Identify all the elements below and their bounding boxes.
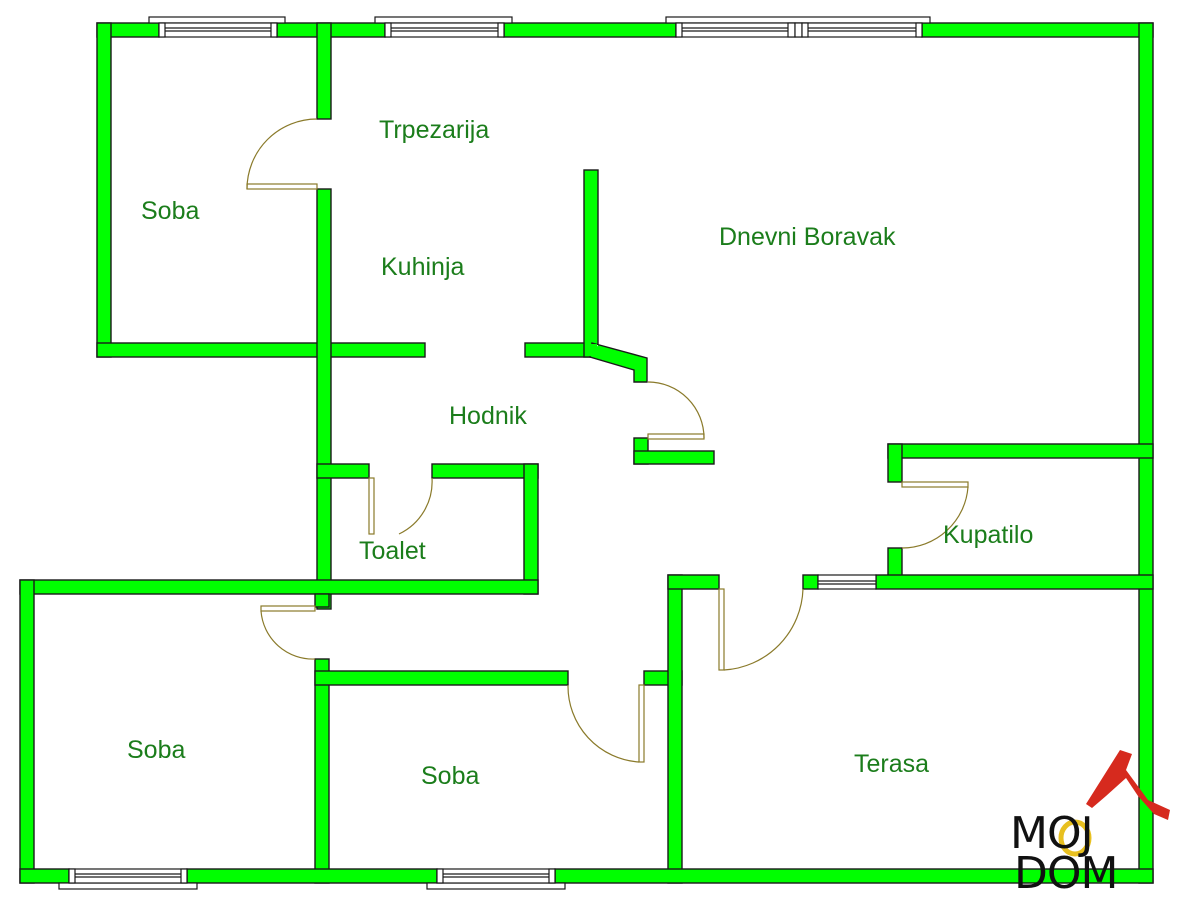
door-soba-3 (567, 684, 645, 763)
window-top-1 (148, 16, 286, 38)
wall-soba3-top (314, 670, 569, 686)
room-label-kupatilo: Kupatilo (943, 521, 1034, 549)
doors (246, 118, 969, 763)
room-label-hodnik: Hodnik (449, 402, 527, 430)
wall-soba2-right-stub (314, 593, 330, 608)
wall-soba1-right-upper (316, 22, 332, 120)
wall-toalet-bottom (19, 579, 539, 595)
door-entrance (647, 381, 705, 440)
room-label-dnevni-boravak: Dnevni Boravak (719, 223, 896, 251)
window-bottom-2 (426, 868, 566, 890)
door-terasa (718, 588, 804, 671)
wall-toalet-right (523, 463, 539, 595)
wall-top-3 (503, 22, 677, 38)
door-soba-1 (246, 118, 318, 190)
wall-stub-horizontal (633, 450, 715, 465)
wall-kupatilo-bottom (875, 574, 1154, 590)
room-label-kuhinja: Kuhinja (381, 253, 465, 281)
walls (19, 22, 1154, 884)
wall-kupatilo-top (887, 443, 1154, 459)
logo-text-line2: DOM (1014, 848, 1118, 899)
wall-terasa-top-stub (802, 574, 819, 590)
window-terasa-top (817, 574, 877, 590)
wall-kitchen-partition (583, 169, 599, 358)
room-label-terasa: Terasa (854, 750, 930, 778)
wall-left-upper (96, 22, 112, 358)
wall-angled (589, 342, 648, 383)
wall-soba1-right-lower (316, 188, 332, 610)
room-label-trpezarija: Trpezarija (379, 116, 490, 144)
door-soba-2 (260, 605, 316, 660)
room-label-soba-1: Soba (141, 197, 200, 225)
window-top-2 (374, 16, 513, 38)
window-bottom-1 (58, 868, 198, 890)
wall-soba1-bottom (96, 342, 426, 358)
wall-top-4 (921, 22, 1154, 38)
logo-text-line1: MOJ (1010, 808, 1094, 859)
house-roof-icon (1058, 750, 1170, 857)
windows (58, 16, 931, 890)
wall-bottom-2 (186, 868, 438, 884)
moj-dom-logo: MOJ DOM (1008, 748, 1178, 899)
wall-left-lower (19, 579, 35, 884)
wall-toalet-top-right (431, 463, 539, 479)
wall-soba2-right (314, 658, 330, 884)
window-top-3 (665, 16, 931, 38)
room-label-soba-2: Soba (127, 736, 186, 764)
room-label-soba-3: Soba (421, 762, 480, 790)
wall-terasa-left (667, 574, 683, 884)
door-toalet (368, 477, 433, 535)
door-kupatilo (901, 481, 969, 549)
room-label-toalet: Toalet (359, 537, 426, 565)
